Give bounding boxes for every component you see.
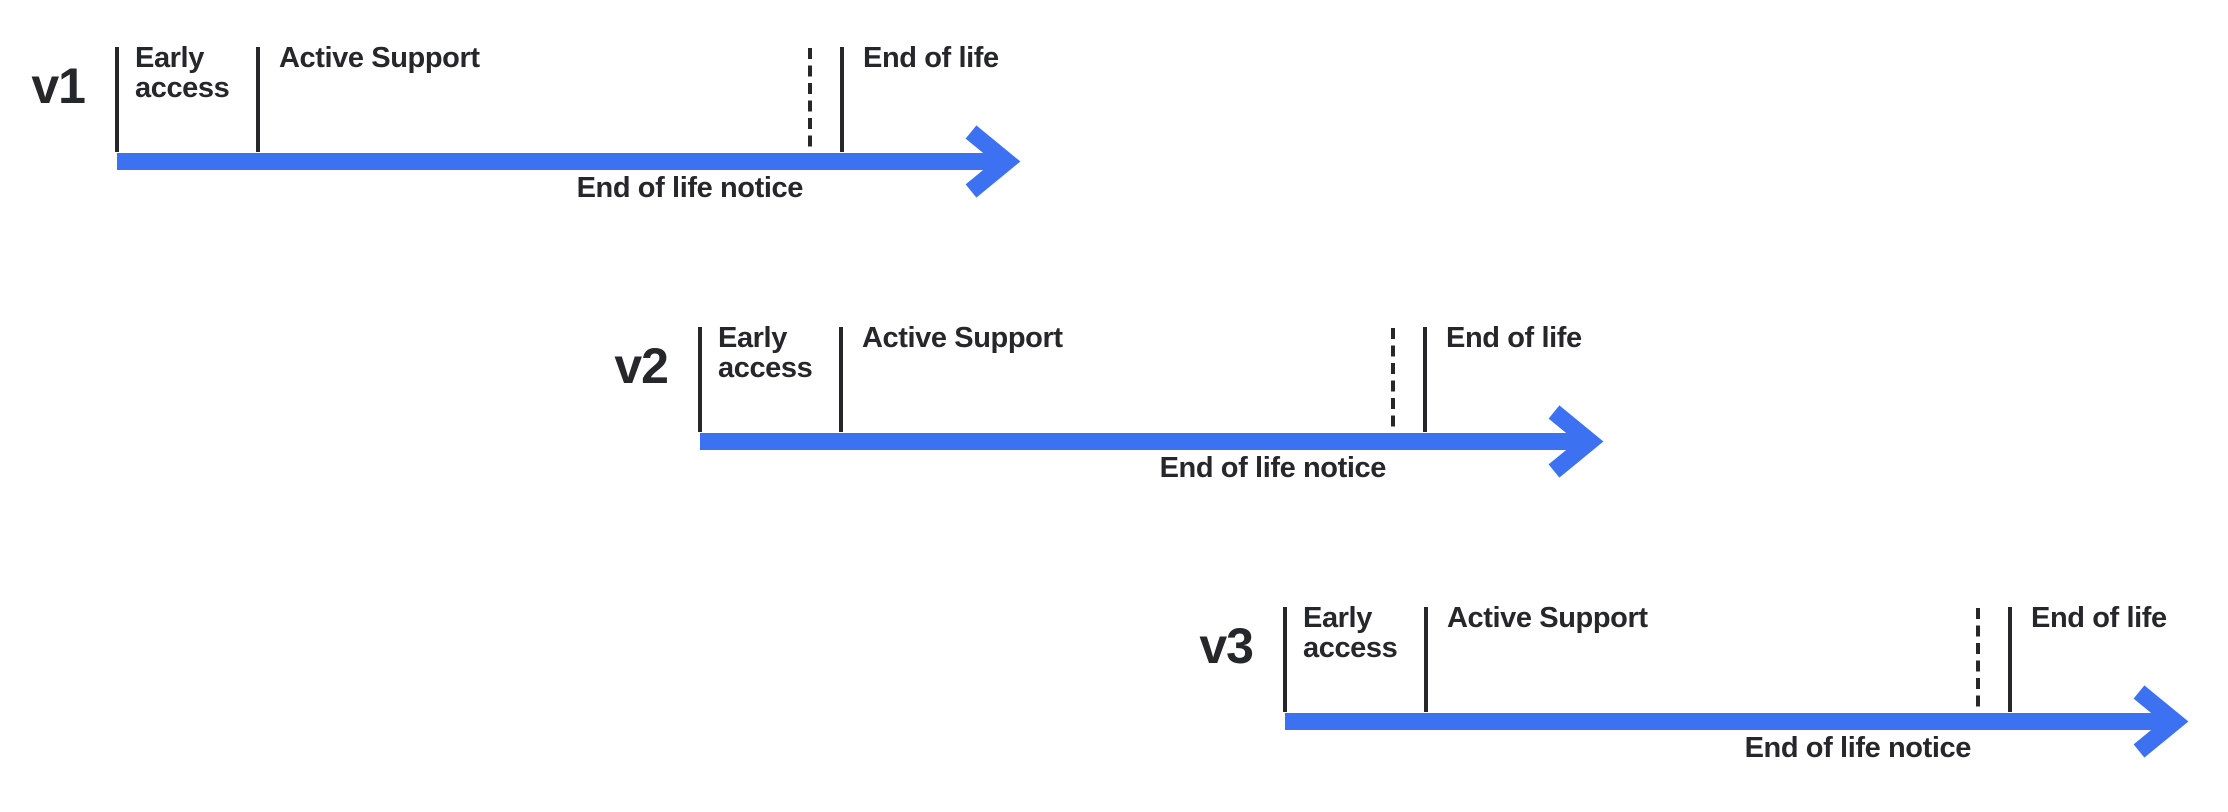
timeline-arrow-shaft bbox=[700, 433, 1578, 450]
early-access-label: Early access bbox=[1303, 602, 1398, 664]
early-access-label: Early access bbox=[135, 42, 230, 104]
timeline-v2: v2 Early access Active Support End of li… bbox=[600, 323, 1680, 502]
timeline-arrow-head-icon bbox=[2133, 685, 2189, 758]
timeline-v1-graphics bbox=[115, 47, 1021, 198]
early-access-tick bbox=[1283, 607, 1287, 712]
early-access-label: Early access bbox=[718, 322, 813, 384]
timeline-arrow-shaft bbox=[1285, 713, 2163, 730]
timeline-v3: v3 Early access Active Support End of li… bbox=[1185, 603, 2228, 782]
end-of-life-label: End of life bbox=[1446, 322, 1582, 354]
timeline-arrow-head-icon bbox=[965, 125, 1021, 198]
active-support-tick bbox=[1424, 607, 1428, 712]
active-support-label: Active Support bbox=[862, 322, 1063, 354]
active-support-label: Active Support bbox=[1447, 602, 1648, 634]
timeline-arrow-head-icon bbox=[1548, 405, 1604, 478]
version-label: v2 bbox=[614, 338, 669, 394]
end-of-life-notice-label: End of life notice bbox=[576, 172, 804, 204]
end-of-life-tick bbox=[840, 47, 844, 152]
end-of-life-notice-label: End of life notice bbox=[1159, 452, 1387, 484]
early-access-tick bbox=[698, 327, 702, 432]
end-of-life-label: End of life bbox=[2031, 602, 2167, 634]
end-of-life-label: End of life bbox=[863, 42, 999, 74]
end-of-life-notice-label: End of life notice bbox=[1744, 732, 1972, 764]
early-access-tick bbox=[115, 47, 119, 152]
active-support-label: Active Support bbox=[279, 42, 480, 74]
version-label: v3 bbox=[1199, 618, 1254, 674]
timeline-v1: v1 Early access Active Support End of li… bbox=[17, 43, 1097, 222]
timeline-arrow-shaft bbox=[117, 153, 995, 170]
active-support-tick bbox=[839, 327, 843, 432]
timeline-v3-graphics bbox=[1283, 607, 2189, 758]
end-of-life-tick bbox=[1423, 327, 1427, 432]
version-label: v1 bbox=[31, 58, 86, 114]
end-of-life-tick bbox=[2008, 607, 2012, 712]
active-support-tick bbox=[256, 47, 260, 152]
timeline-v2-graphics bbox=[698, 327, 1604, 478]
